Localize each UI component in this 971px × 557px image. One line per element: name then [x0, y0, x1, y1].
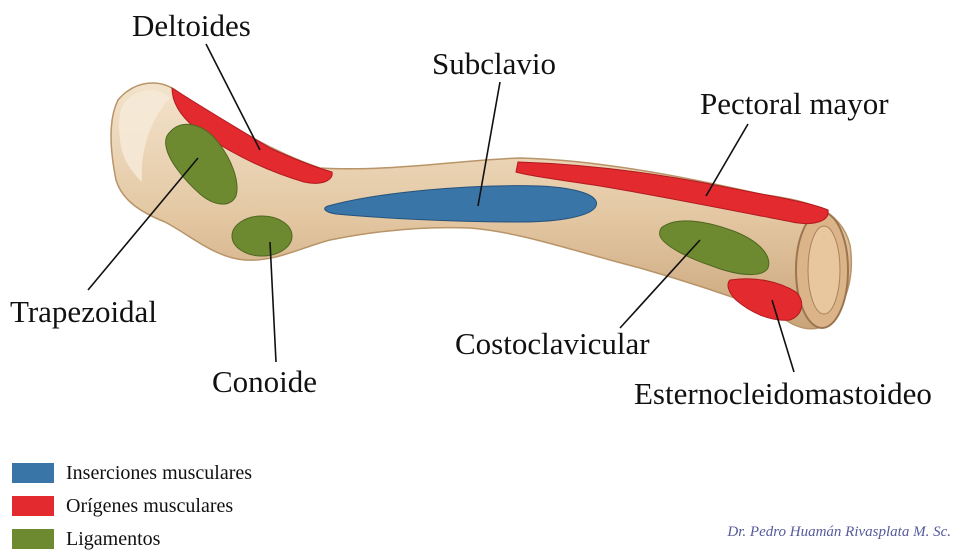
- legend-swatch-green: [12, 529, 54, 549]
- conoide-ligament: [232, 216, 292, 256]
- legend-swatch-blue: [12, 463, 54, 483]
- legend-label-origenes: Orígenes musculares: [66, 495, 233, 518]
- legend-item-ligamentos: Ligamentos: [12, 524, 252, 554]
- label-pectoral-mayor: Pectoral mayor: [700, 88, 889, 119]
- label-deltoides: Deltoides: [132, 10, 251, 41]
- legend-label-inserciones: Inserciones musculares: [66, 462, 252, 485]
- label-esternocleidomastoideo: Esternocleidomastoideo: [634, 378, 932, 409]
- pectoral-mayor-leader: [706, 124, 748, 196]
- sternal-end-face-inner: [808, 226, 840, 314]
- label-costoclavicular: Costoclavicular: [455, 328, 650, 359]
- legend-item-inserciones: Inserciones musculares: [12, 458, 252, 488]
- label-conoide: Conoide: [212, 366, 317, 397]
- legend-item-origenes: Orígenes musculares: [12, 491, 252, 521]
- legend-swatch-red: [12, 496, 54, 516]
- conoide-leader: [270, 242, 276, 362]
- label-subclavio: Subclavio: [432, 48, 556, 79]
- label-trapezoidal: Trapezoidal: [10, 296, 157, 327]
- author-credit: Dr. Pedro Huamán Rivasplata M. Sc.: [727, 524, 951, 541]
- legend: Inserciones musculares Orígenes muscular…: [12, 458, 252, 557]
- legend-label-ligamentos: Ligamentos: [66, 528, 160, 551]
